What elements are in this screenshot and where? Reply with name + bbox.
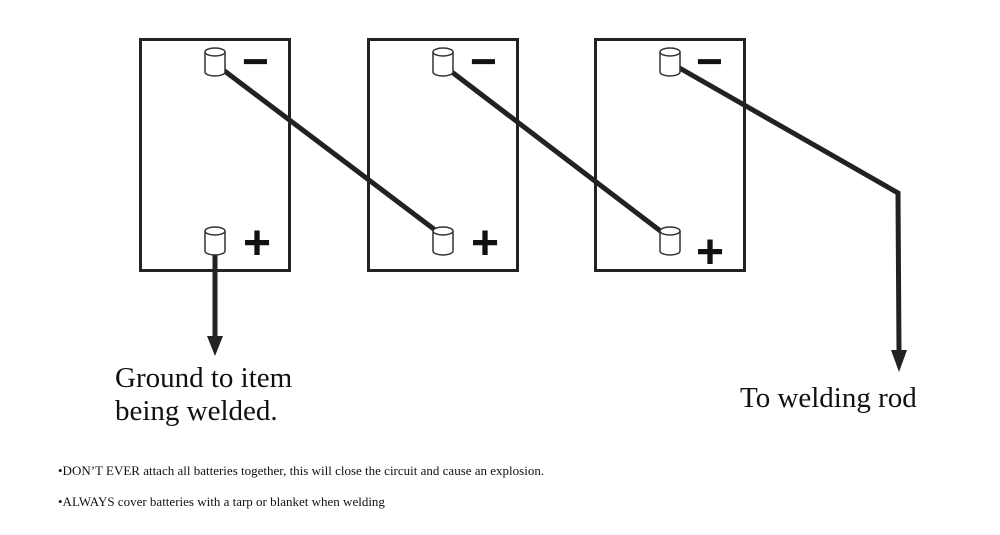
ground-label-line2: being welded. <box>115 395 278 427</box>
wire-battery1-neg-to-battery2-pos <box>215 63 446 239</box>
arrow-ground <box>207 336 223 356</box>
battery3-negative-terminal-icon <box>659 47 681 77</box>
arrow-to-welding-rod <box>891 350 907 372</box>
battery2-positive-terminal-icon <box>432 226 454 256</box>
battery3-positive-terminal-icon <box>659 226 681 256</box>
warning-note-2: •ALWAYS cover batteries with a tarp or b… <box>58 494 385 509</box>
battery1-positive-terminal-icon <box>204 226 226 256</box>
battery3-positive-sign: + <box>696 226 725 279</box>
battery1-positive-sign: + <box>243 217 272 270</box>
battery-3 <box>594 38 746 272</box>
battery2-negative-sign: − <box>470 35 497 87</box>
ground-label: Ground to item being welded. <box>115 362 292 428</box>
battery2-negative-terminal-icon <box>432 47 454 77</box>
battery2-positive-sign: + <box>471 217 500 270</box>
welding-rod-label: To welding rod <box>740 382 917 414</box>
battery3-negative-sign: − <box>696 35 723 87</box>
battery1-negative-sign: − <box>242 35 269 87</box>
wire-to-welding-rod <box>674 63 902 353</box>
ground-label-line1: Ground to item <box>115 362 293 394</box>
battery1-negative-terminal-icon <box>204 47 226 77</box>
wire-battery2-neg-to-battery3-pos <box>441 63 670 239</box>
warning-note-1: •DON’T EVER attach all batteries togethe… <box>58 463 545 478</box>
